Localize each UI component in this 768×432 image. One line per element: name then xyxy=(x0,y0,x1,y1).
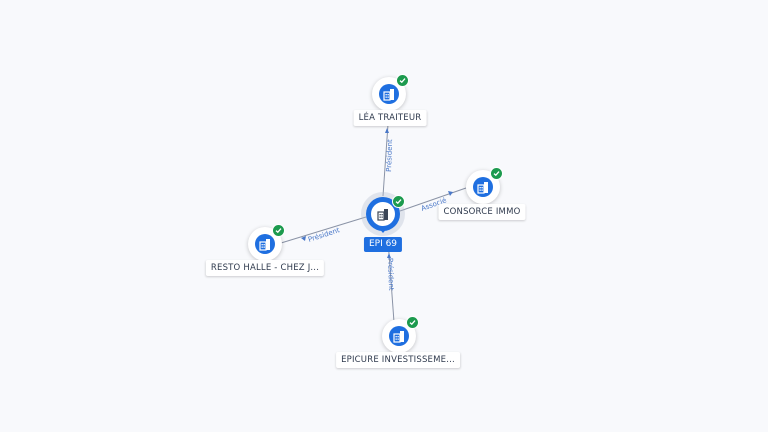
building-icon xyxy=(393,331,404,343)
center-node-label[interactable]: EPI 69 xyxy=(363,237,403,252)
edge-arrow-resto xyxy=(301,236,306,241)
verified-check-icon xyxy=(392,195,405,208)
building-icon xyxy=(477,182,488,194)
edge-label-epicure: Président xyxy=(386,258,395,291)
verified-check-icon xyxy=(272,224,285,237)
node-label-lea-traiteur[interactable]: LÉA TRAITEUR xyxy=(353,110,427,126)
building-icon xyxy=(383,89,394,101)
edge-label-lea: Président xyxy=(385,139,394,172)
edge-consorce xyxy=(399,187,467,212)
node-resto-halle[interactable] xyxy=(248,224,285,261)
edge-arrow-lea xyxy=(385,128,389,133)
node-consorce-immo[interactable] xyxy=(466,167,503,204)
building-icon xyxy=(259,239,270,251)
verified-check-icon xyxy=(396,74,409,87)
node-epicure-investissement[interactable] xyxy=(382,316,419,353)
edge-resto xyxy=(280,216,367,244)
node-label-consorce-immo[interactable]: CONSORCE IMMO xyxy=(438,204,526,220)
edge-label-resto: Président xyxy=(307,226,341,244)
edge-arrow-consorce xyxy=(448,191,453,196)
node-label-epicure-investissement[interactable]: EPICURE INVESTISSEME... xyxy=(336,352,460,368)
center-node[interactable] xyxy=(366,195,405,233)
verified-check-icon xyxy=(406,316,419,329)
edge-arrow-epicure xyxy=(387,253,391,258)
node-lea-traiteur[interactable] xyxy=(372,74,409,111)
building-icon xyxy=(377,209,388,221)
node-label-resto-halle[interactable]: RESTO HALLE - CHEZ J... xyxy=(205,260,325,276)
verified-check-icon xyxy=(490,167,503,180)
